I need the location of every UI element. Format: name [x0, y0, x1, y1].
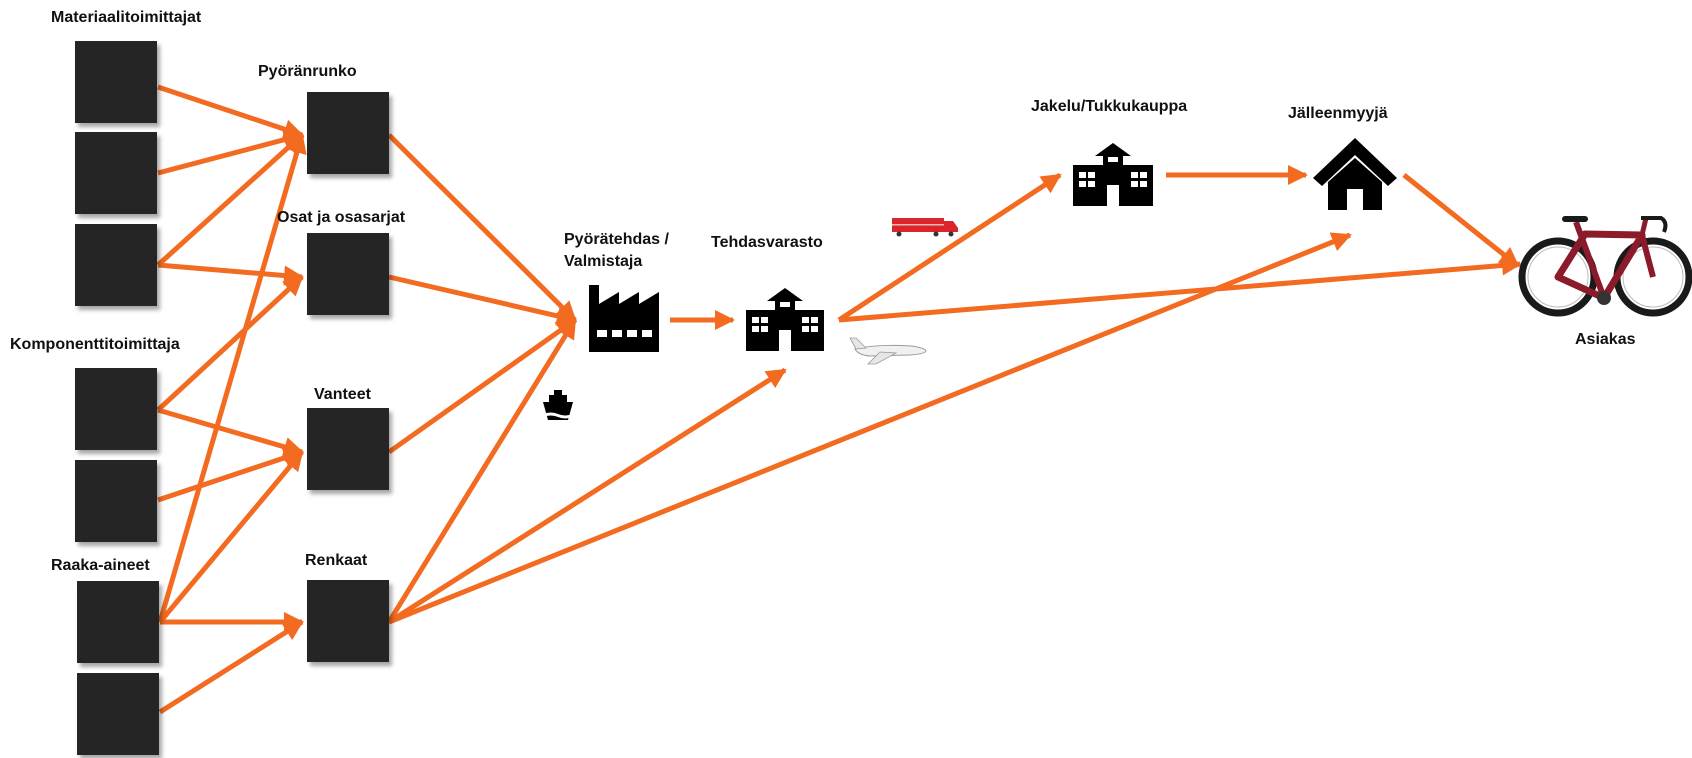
flow-arrow [157, 84, 304, 139]
airplane-icon [849, 337, 927, 365]
arrows [156, 84, 1522, 715]
component-supplier-box-1 [75, 368, 157, 450]
retailer-label: Jälleenmyyjä [1288, 105, 1388, 122]
distribution-label: Jakelu/Tukkukauppa [1031, 98, 1188, 115]
tires-box [307, 580, 389, 662]
retailer-icon [1313, 138, 1397, 210]
parts-label: Osat ja osasarjat [277, 209, 406, 226]
ship-icon [543, 390, 573, 420]
raw-material-box-1 [77, 581, 159, 663]
flow-arrow [837, 172, 1062, 323]
flow-arrow [157, 448, 304, 503]
flow-arrow [386, 318, 578, 624]
bicycle-icon [1518, 216, 1692, 317]
flow-arrow [387, 367, 787, 625]
flow-arrow [157, 262, 304, 286]
flow-arrow [156, 275, 304, 412]
warehouse-label: Tehdasvarasto [711, 234, 823, 251]
flow-arrow [157, 129, 304, 176]
factory-label-line1: Pyörätehdas / [564, 231, 669, 248]
raw-material-box-2 [77, 673, 159, 755]
parts-box [307, 233, 389, 315]
material-supplier-box-1 [75, 41, 157, 123]
factory-icon [589, 285, 659, 352]
flow-arrow [157, 407, 304, 457]
flow-arrow [156, 133, 304, 267]
component-supplier-box-2 [75, 460, 157, 542]
component-supplier-label: Komponenttitoimittaja [10, 336, 180, 353]
frame-label: Pyöränrunko [258, 63, 357, 80]
material-supplier-box-2 [75, 132, 157, 214]
material-suppliers-label: Materiaalitoimittajat [51, 9, 202, 26]
flow-arrow [388, 274, 577, 326]
distribution-icon [1073, 143, 1153, 206]
frame-box [307, 92, 389, 174]
flow-arrow [838, 255, 1522, 323]
flow-arrow [1402, 173, 1520, 268]
material-supplier-box-3 [75, 224, 157, 306]
warehouse-icon [746, 288, 824, 351]
flow-arrow [388, 232, 1352, 625]
factory-label-line2: Valmistaja [564, 253, 643, 270]
flow-arrow [158, 450, 304, 624]
flow-arrow [387, 133, 577, 322]
rims-label: Vanteet [314, 386, 371, 403]
truck-icon [892, 218, 958, 237]
flow-arrow [157, 133, 307, 623]
customer-label: Asiakas [1575, 331, 1636, 348]
rims-box [307, 408, 389, 490]
flow-arrow [158, 619, 304, 715]
raw-materials-label: Raaka-aineet [51, 557, 150, 574]
tires-label: Renkaat [305, 552, 368, 569]
flow-arrow [387, 317, 577, 455]
